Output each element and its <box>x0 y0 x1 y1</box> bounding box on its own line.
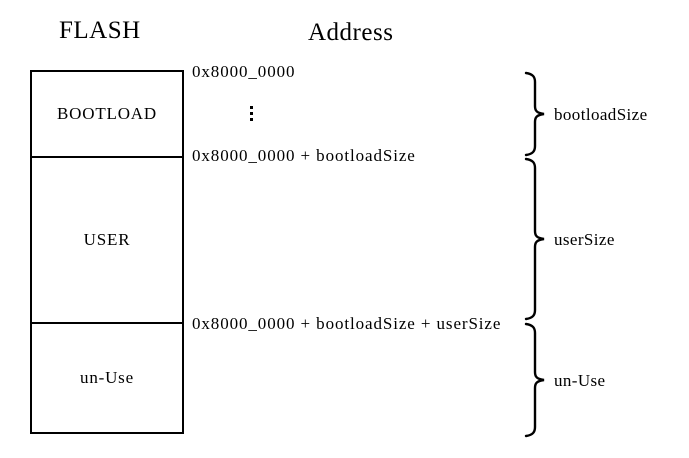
address-after-user: 0x8000_0000 + bootloadSize + userSize <box>192 314 502 333</box>
section-bootload: BOOTLOAD <box>32 72 182 158</box>
section-unuse-label: un-Use <box>80 368 134 387</box>
size-label-bootload: bootloadSize <box>554 105 648 124</box>
flash-box: BOOTLOAD USER un-Use <box>30 70 184 434</box>
vertical-ellipsis-icon <box>250 106 253 121</box>
flash-column-heading: FLASH <box>59 17 141 44</box>
brace-unuse-icon <box>524 322 545 438</box>
section-user: USER <box>32 158 182 324</box>
section-unuse: un-Use <box>32 324 182 432</box>
size-label-user: userSize <box>554 230 615 249</box>
section-bootload-label: BOOTLOAD <box>57 104 157 123</box>
section-user-label: USER <box>83 230 131 249</box>
brace-bootload-icon <box>524 71 545 157</box>
address-start: 0x8000_0000 <box>192 62 296 81</box>
size-label-unuse: un-Use <box>554 371 606 390</box>
address-after-bootload: 0x8000_0000 + bootloadSize <box>192 146 416 165</box>
brace-user-icon <box>524 157 545 321</box>
address-column-heading: Address <box>308 19 394 46</box>
